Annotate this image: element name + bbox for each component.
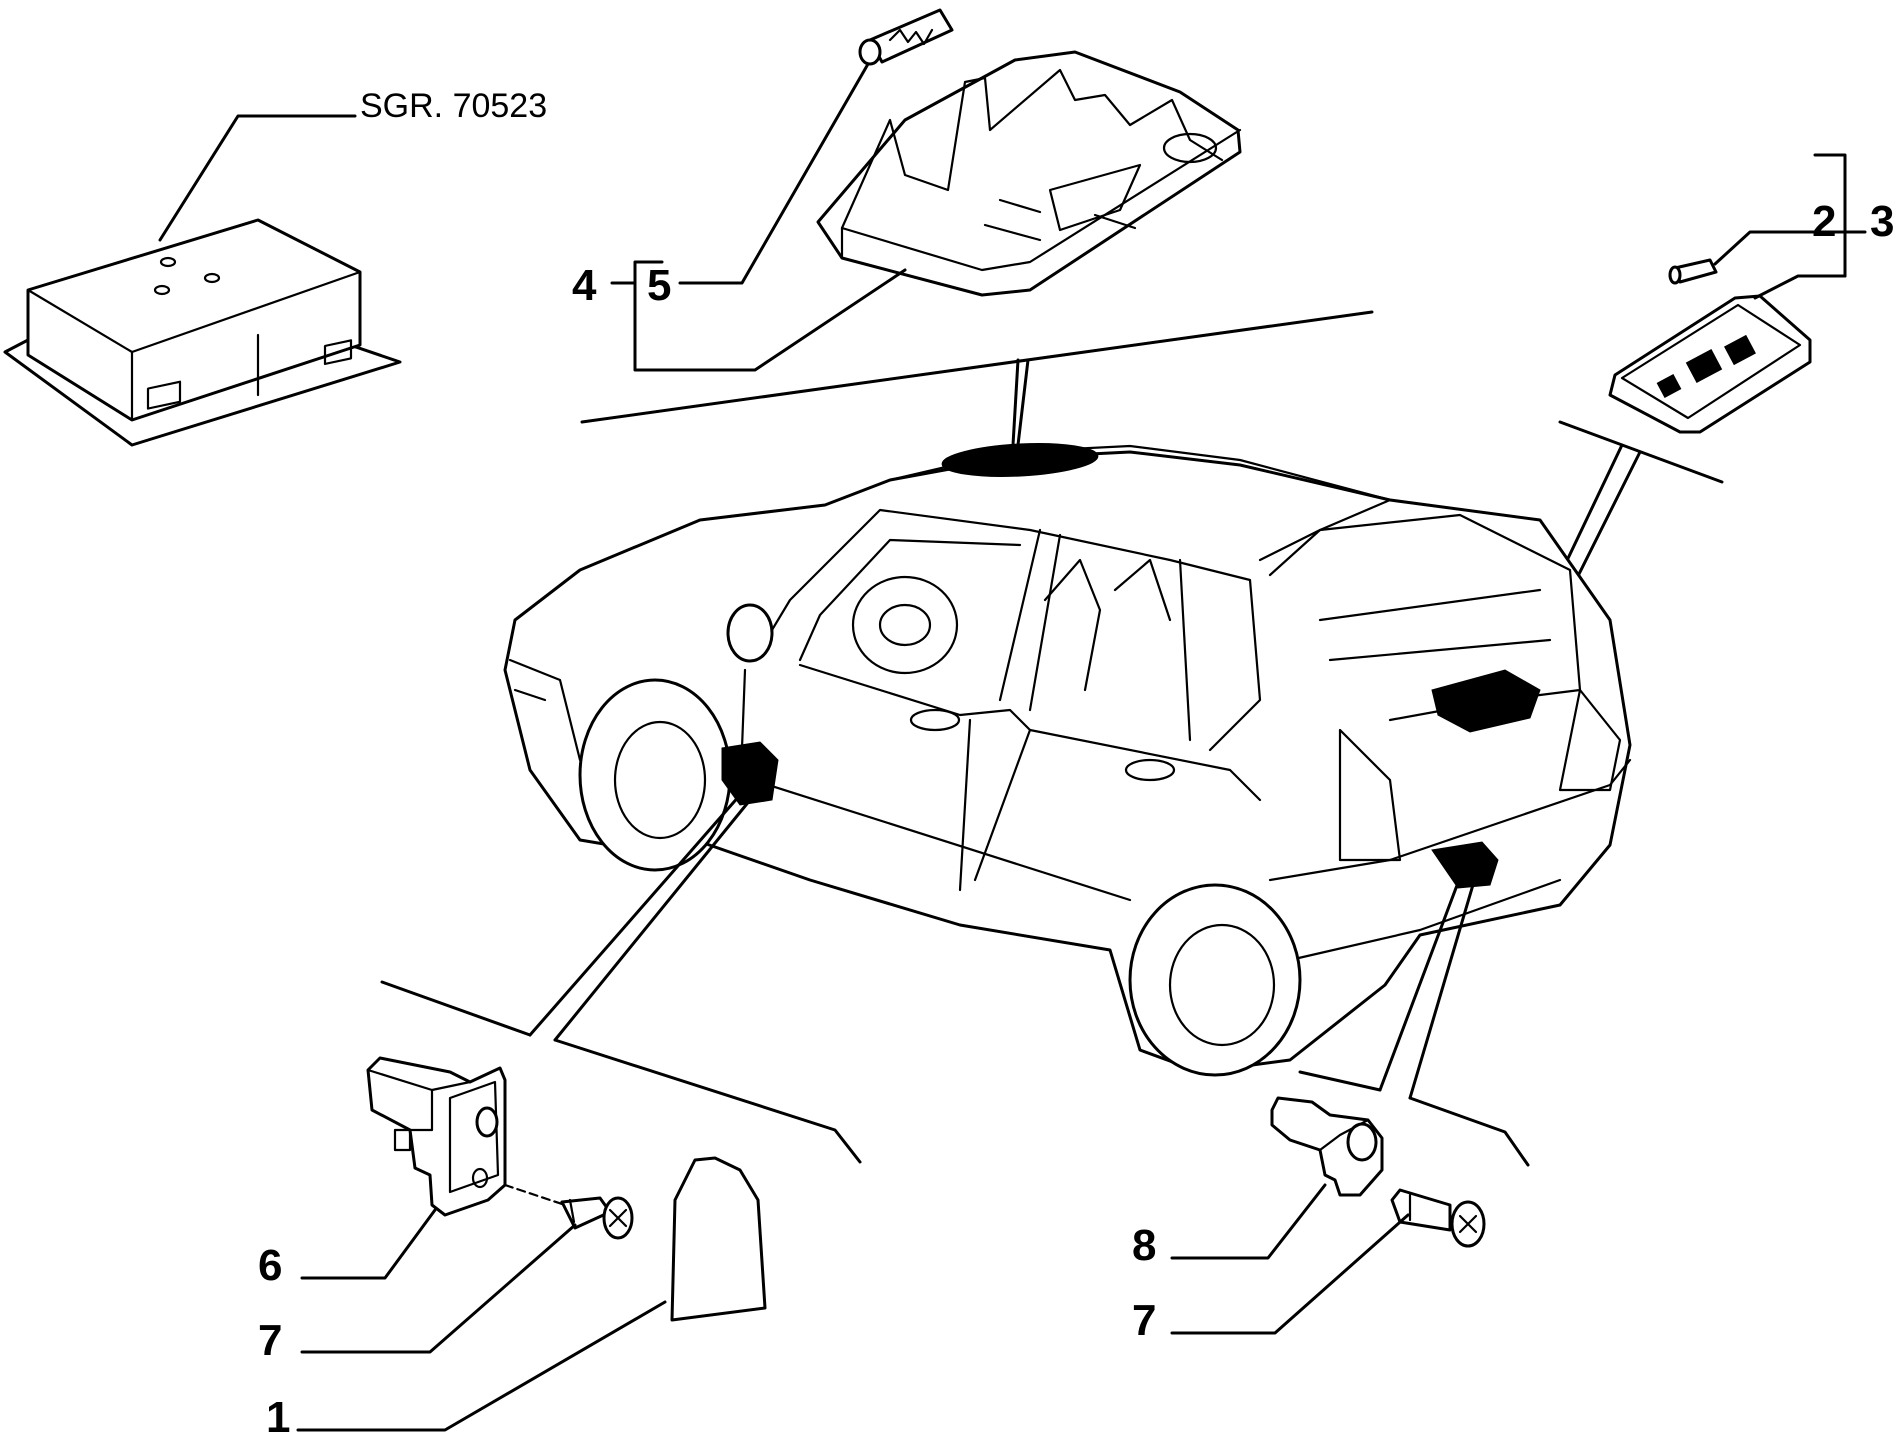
festoon-bulb-icon: [858, 8, 954, 66]
rear-switch-icon: [1270, 1096, 1384, 1197]
ref-4: 4: [572, 261, 597, 310]
ref-8: 8: [1132, 1221, 1156, 1270]
ref-7a: 7: [258, 1316, 282, 1365]
leader-8: [1170, 1183, 1327, 1260]
leader-1: [296, 1300, 667, 1432]
leader-7b: [1170, 1213, 1410, 1335]
leader-7a: [300, 1223, 577, 1354]
roof-lamp-icon: [816, 50, 1242, 297]
ref-7b: 7: [1132, 1296, 1156, 1345]
car-illustration: [503, 443, 1632, 1077]
luggage-lamp-icon: [1608, 294, 1812, 434]
leader-5: [678, 62, 870, 285]
leader-6: [300, 1208, 437, 1280]
ref-3: 3: [1870, 197, 1894, 246]
screw-icon: [1390, 1188, 1486, 1248]
ref-1: 1: [266, 1393, 290, 1437]
door-switch-icon: [366, 1056, 567, 1217]
ecu-box-icon: [3, 218, 402, 447]
leader-3: [1753, 274, 1847, 300]
ref-2: 2: [1812, 197, 1836, 246]
screw-icon: [560, 1196, 634, 1240]
leader-2: [1713, 230, 1847, 266]
festoon-bulb-icon: [1668, 258, 1718, 285]
ref-5: 5: [647, 261, 671, 310]
leader-drawing-code: [158, 114, 357, 242]
drawing-code: SGR. 70523: [360, 87, 547, 125]
cover-cap-icon: [670, 1156, 767, 1322]
ref-6: 6: [258, 1241, 282, 1290]
leader-4: [633, 260, 907, 372]
